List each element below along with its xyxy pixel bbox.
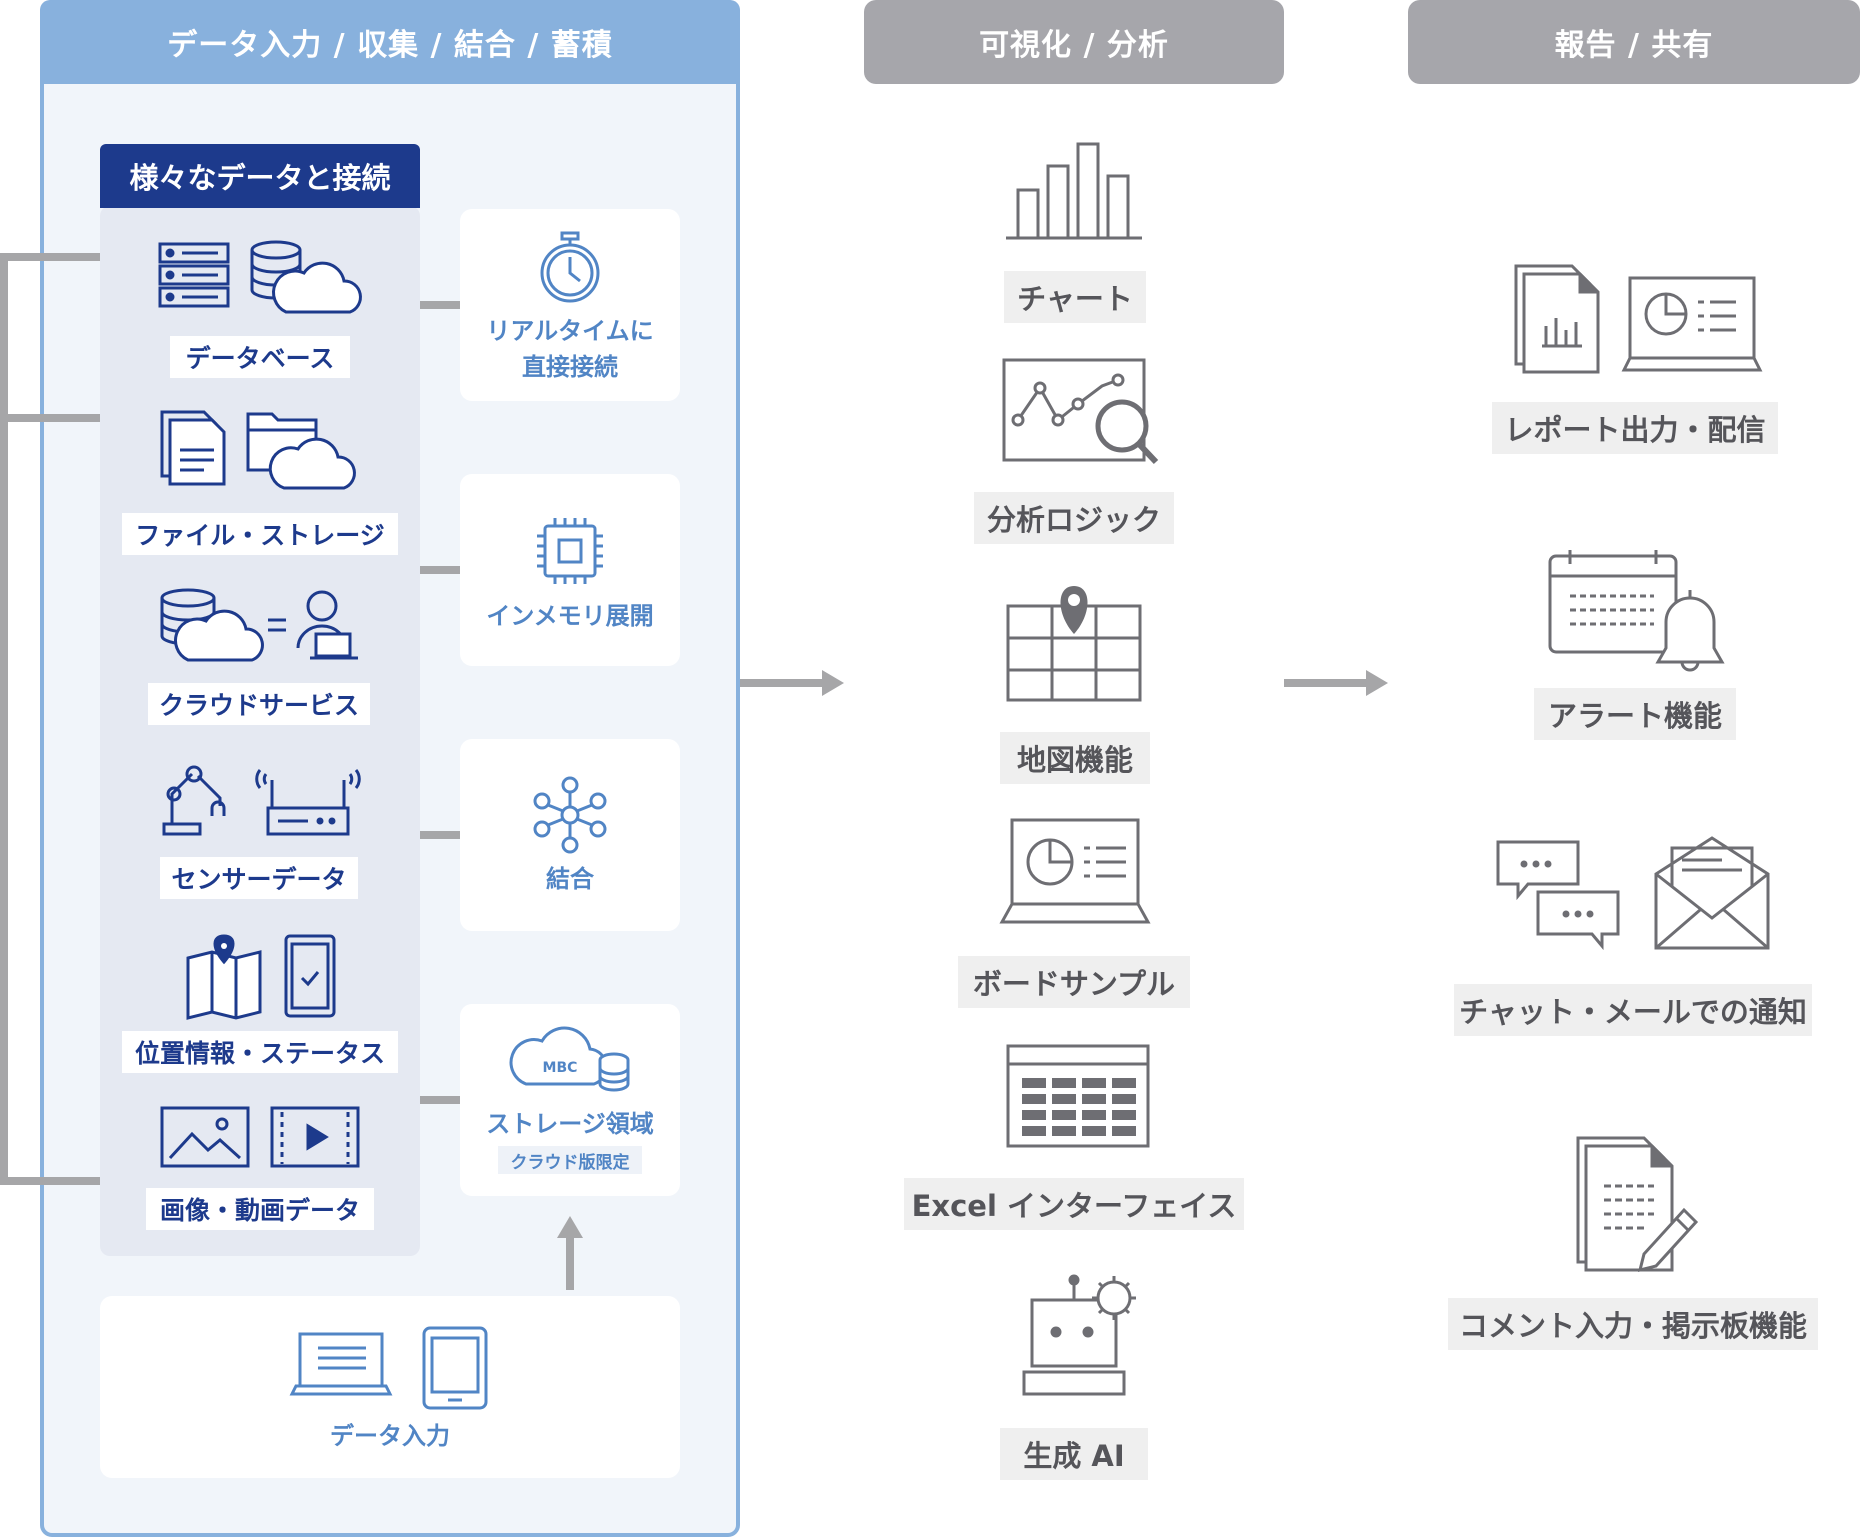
stopwatch-icon [540, 231, 600, 303]
file-folder-icon [160, 410, 356, 490]
cloud-database-icon: MBC [509, 1026, 630, 1092]
bar-chart-icon [1006, 142, 1142, 240]
realtime-label-line1: リアルタイムに [486, 317, 654, 345]
arrow-collect-to-visualize [740, 670, 844, 696]
laptop-tablet-icon [289, 1326, 488, 1410]
database-icon [158, 240, 362, 314]
source-cloud-service: クラウドサービス [148, 683, 370, 725]
source-sensor: センサーデータ [160, 857, 358, 899]
vis-board-sample: ボードサンプル [958, 956, 1190, 1008]
chip-icon [537, 518, 603, 584]
connector-storage [420, 1096, 460, 1104]
card-realtime: リアルタイムに 直接接続 [460, 209, 680, 401]
vis-chart: チャート [1004, 271, 1146, 323]
header-visualize: 可視化 / 分析 [864, 0, 1284, 84]
robot-arm-router-icon [162, 765, 361, 836]
report-alert: アラート機能 [1534, 688, 1736, 740]
connector-join [420, 831, 460, 839]
connector-realtime [420, 301, 460, 309]
vis-excel-interface: Excel インターフェイス [904, 1178, 1244, 1230]
arrow-visualize-to-report [1284, 670, 1388, 696]
ai-robot-icon [1022, 1274, 1136, 1396]
chat-mail-icon [1496, 836, 1770, 951]
header-report: 報告 / 共有 [1408, 0, 1860, 84]
realtime-label-line2: 直接接続 [522, 353, 618, 381]
header-collect: データ入力 / 収集 / 結合 / 蓄積 [40, 0, 740, 84]
card-inmemory: インメモリ展開 [460, 474, 680, 666]
spreadsheet-icon [1006, 1044, 1150, 1148]
report-comment-board: コメント入力・掲示板機能 [1448, 1298, 1818, 1350]
source-database: データベース [170, 336, 350, 378]
sources-title: 様々なデータと接続 [100, 144, 420, 208]
cloud-service-icon [160, 588, 358, 662]
storage-icon-text: MBC [543, 1060, 578, 1076]
join-label: 結合 [546, 865, 594, 893]
source-file-storage: ファイル・ストレージ [122, 513, 398, 555]
up-arrow [557, 1216, 583, 1290]
storage-note: クラウド版限定 [498, 1146, 642, 1174]
map-grid-icon [1006, 586, 1142, 702]
network-icon [533, 776, 607, 854]
card-join: 結合 [460, 739, 680, 931]
connector-inmemory [420, 566, 460, 574]
report-doc-laptop-icon [1514, 264, 1763, 374]
map-pin-phone-icon [186, 934, 336, 1020]
vis-gen-ai: 生成 AI [1000, 1428, 1148, 1480]
analysis-magnifier-icon [1002, 358, 1159, 465]
vis-map: 地図機能 [1000, 732, 1150, 784]
storage-label: ストレージ領域 [486, 1110, 654, 1138]
sources-panel [100, 206, 420, 1256]
calendar-bell-icon [1548, 550, 1725, 672]
data-input-label: データ入力 [330, 1422, 450, 1450]
card-storage: MBC ストレージ領域 クラウド版限定 [460, 1004, 680, 1196]
report-output: レポート出力・配信 [1492, 402, 1778, 454]
source-location-status: 位置情報・ステータス [122, 1031, 398, 1073]
inmemory-label: インメモリ展開 [486, 602, 654, 630]
document-pen-icon [1576, 1136, 1699, 1273]
vis-analysis-logic: 分析ロジック [974, 492, 1174, 544]
laptop-dashboard-icon [999, 818, 1151, 924]
report-notification: チャット・メールでの通知 [1454, 984, 1812, 1036]
image-video-icon [160, 1106, 360, 1168]
card-data-input: データ入力 [100, 1296, 680, 1478]
source-image-video: 画像・動画データ [146, 1188, 374, 1230]
